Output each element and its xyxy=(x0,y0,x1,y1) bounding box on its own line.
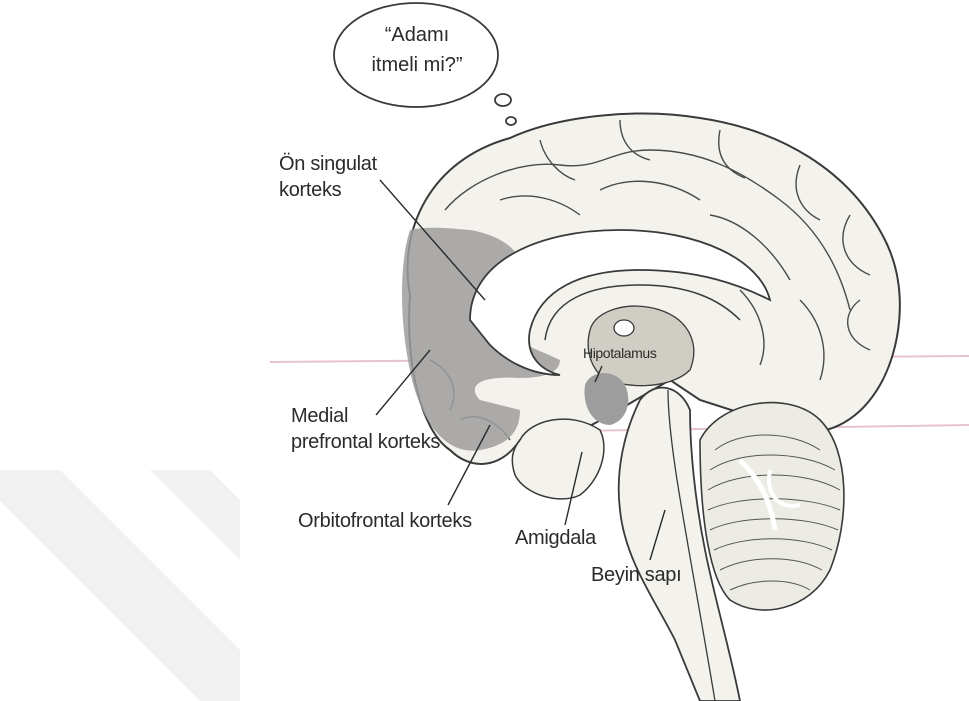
temporal-lobe xyxy=(512,419,604,499)
ventricle-opening xyxy=(614,320,634,336)
label-medial-prefrontal-line1: Medial xyxy=(291,403,440,429)
label-medial-prefrontal-cortex: Medial prefrontal korteks xyxy=(291,403,440,455)
label-anterior-cingulate-line2: korteks xyxy=(279,177,377,203)
watermark xyxy=(0,470,240,701)
label-amygdala: Amigdala xyxy=(515,525,596,551)
thought-bubble-text: “Adamı itmeli mi?” xyxy=(352,20,482,80)
label-anterior-cingulate-line1: Ön singulat xyxy=(279,151,377,177)
label-anterior-cingulate-cortex: Ön singulat korteks xyxy=(279,151,377,203)
thought-line-1: “Adamı xyxy=(352,20,482,50)
label-hypothalamus: Hipotalamus xyxy=(583,345,656,361)
label-orbitofrontal-cortex: Orbitofrontal korteks xyxy=(298,508,472,534)
cerebellum xyxy=(700,403,844,610)
thought-line-2: itmeli mi?” xyxy=(352,50,482,80)
label-brainstem: Beyin sapı xyxy=(591,562,681,588)
label-medial-prefrontal-line2: prefrontal korteks xyxy=(291,429,440,455)
